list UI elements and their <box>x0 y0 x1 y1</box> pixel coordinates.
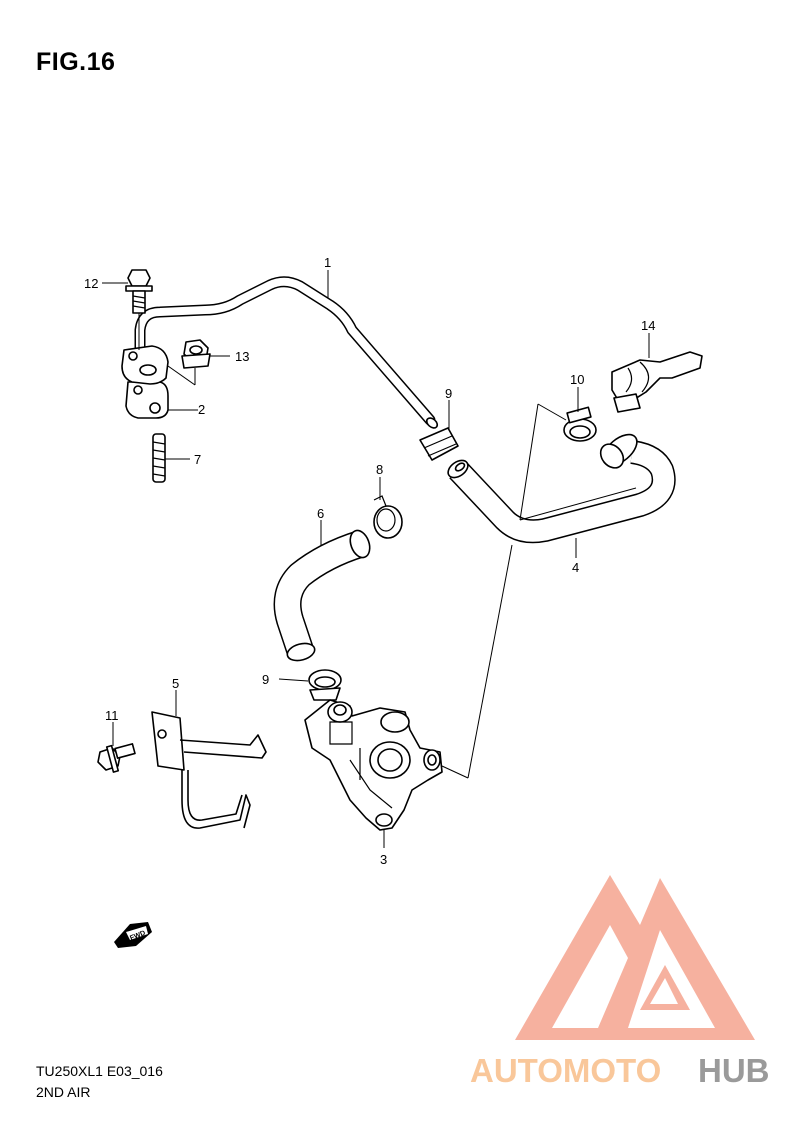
callout-3: 3 <box>380 852 387 867</box>
air-control-valve <box>304 699 443 831</box>
gasket <box>125 381 169 419</box>
valve-hose <box>273 529 371 662</box>
watermark-logo <box>515 875 755 1040</box>
callout-numbers: 1 2 3 4 5 6 7 8 9 9 10 11 12 13 14 <box>84 255 655 867</box>
callout-2: 2 <box>198 402 205 417</box>
leader-lines <box>102 270 650 848</box>
flange-bolt <box>125 269 153 350</box>
model-code: TU250XL1 E03_016 <box>36 1063 163 1079</box>
flange-nut <box>167 339 211 386</box>
hose-clamp-upper <box>419 427 459 461</box>
callout-1: 1 <box>324 255 331 270</box>
hose-clamp-10 <box>563 406 597 442</box>
hose-clip <box>611 351 703 413</box>
callout-9-upper: 9 <box>445 386 452 401</box>
callout-13: 13 <box>235 349 249 364</box>
section-name: 2ND AIR <box>36 1084 91 1100</box>
figure-title: FIG.16 <box>36 48 116 76</box>
bracket-bolt <box>97 743 136 773</box>
pipe-flange <box>121 345 169 385</box>
callout-12: 12 <box>84 276 98 291</box>
callout-14: 14 <box>641 318 655 333</box>
callout-8: 8 <box>376 462 383 477</box>
check-valve <box>373 495 403 539</box>
hose-clamp-lower <box>308 669 342 701</box>
callout-9-lower: 9 <box>262 672 269 687</box>
valve-bracket <box>151 711 267 829</box>
fwd-arrow-icon: FWD <box>114 922 152 948</box>
watermark-text-automoto: AUTOMOTO <box>470 1052 661 1089</box>
callout-5: 5 <box>172 676 179 691</box>
callout-11: 11 <box>105 708 119 723</box>
watermark-text-hub: HUB <box>698 1052 770 1089</box>
air-hose <box>447 433 676 544</box>
watermark-text: AUTOMOTO HUB <box>470 1052 770 1089</box>
callout-10: 10 <box>570 372 584 387</box>
callout-4: 4 <box>572 560 579 575</box>
callout-6: 6 <box>317 506 324 521</box>
air-pipe <box>134 276 439 429</box>
callout-7: 7 <box>194 452 201 467</box>
stud-bolt <box>152 433 166 483</box>
